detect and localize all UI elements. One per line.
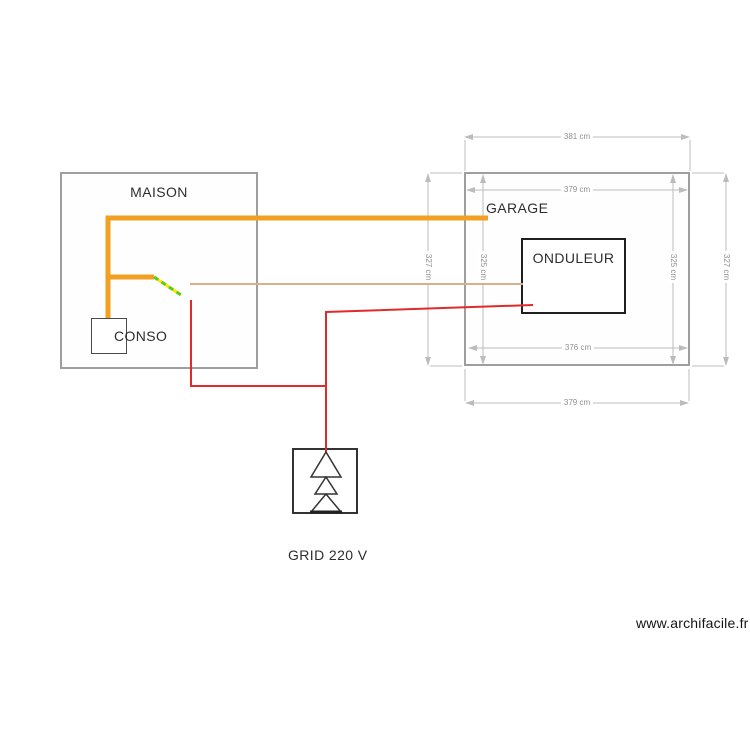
dim-label-top-inner: 379 cm <box>560 185 594 195</box>
dim-label-left-outer: 327 cm <box>423 250 433 284</box>
grid-triangles-icon <box>309 450 343 514</box>
dim-label-bottom-outer: 379 cm <box>560 398 594 408</box>
conso-label: CONSO <box>114 328 168 344</box>
garage-label: GARAGE <box>486 200 549 216</box>
orange-main-wire[interactable] <box>105 215 488 318</box>
onduleur-label: ONDULEUR <box>532 250 615 266</box>
dim-label-right-inner: 325 cm <box>668 250 678 284</box>
maison-label: MAISON <box>130 184 188 200</box>
dim-label-right-outer: 327 cm <box>721 250 731 284</box>
red-grid-wire[interactable] <box>325 304 534 452</box>
dim-label-bottom-inner: 376 cm <box>561 343 595 353</box>
grid-label: GRID 220 V <box>288 547 368 563</box>
dim-label-left-inner: 325 cm <box>478 250 488 284</box>
switch-wire[interactable] <box>153 275 182 297</box>
dimension-lines <box>425 134 729 406</box>
red-branch-wire[interactable] <box>190 300 326 387</box>
dim-label-top-outer: 381 cm <box>560 132 594 142</box>
onduleur-box[interactable] <box>521 238 626 314</box>
conso-box[interactable] <box>91 318 127 354</box>
watermark: www.archifacile.fr <box>636 615 749 631</box>
